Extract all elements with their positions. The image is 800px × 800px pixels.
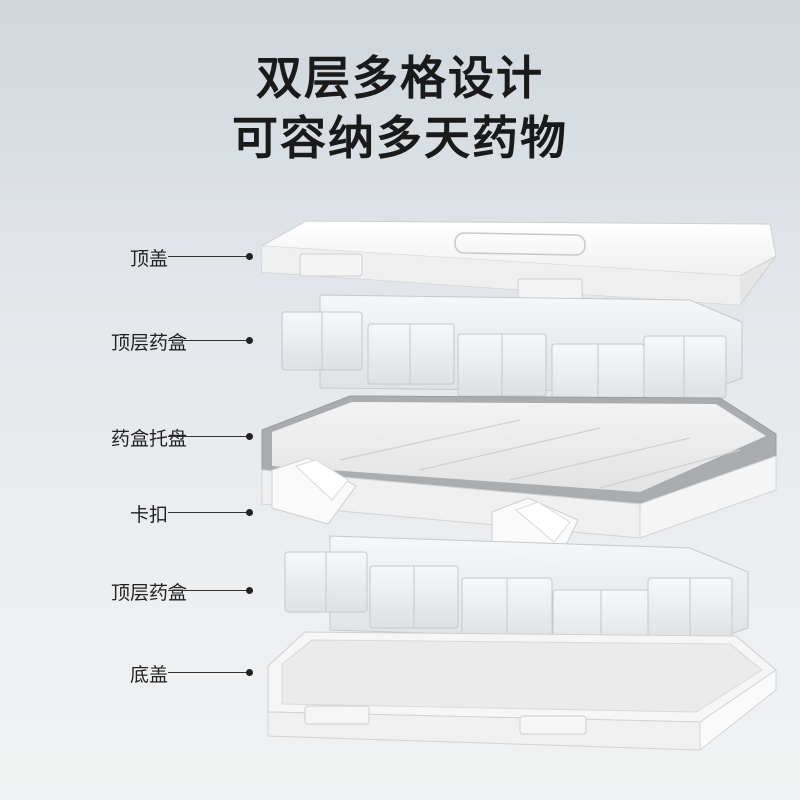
callout-label-top-lid: 顶盖 <box>129 248 168 270</box>
callout-line-top-boxes <box>168 337 253 344</box>
medicine-tray <box>261 395 777 539</box>
bottom-lid <box>267 631 777 751</box>
callout-line-tray <box>168 433 253 440</box>
headline-line-1: 双层多格设计 <box>256 51 544 105</box>
callout-line-top-lid <box>168 253 253 260</box>
callout-line-bottom-lid <box>168 669 253 676</box>
headline-line-2: 可容纳多天药物 <box>232 111 568 165</box>
callout-label-top-boxes: 顶层药盒 <box>110 332 187 354</box>
callout-label-bottom-boxes: 顶层药盒 <box>110 582 187 604</box>
callout-line-clasp <box>168 509 253 516</box>
top-lid <box>261 220 777 306</box>
bottom-pill-boxes <box>284 535 749 659</box>
callout-label-bottom-lid: 底盖 <box>129 664 168 686</box>
callout-line-bottom-boxes <box>168 587 253 594</box>
callout-label-tray: 药盒托盘 <box>110 428 187 450</box>
top-pill-boxes <box>281 294 743 411</box>
callout-label-clasp: 卡扣 <box>129 504 168 526</box>
